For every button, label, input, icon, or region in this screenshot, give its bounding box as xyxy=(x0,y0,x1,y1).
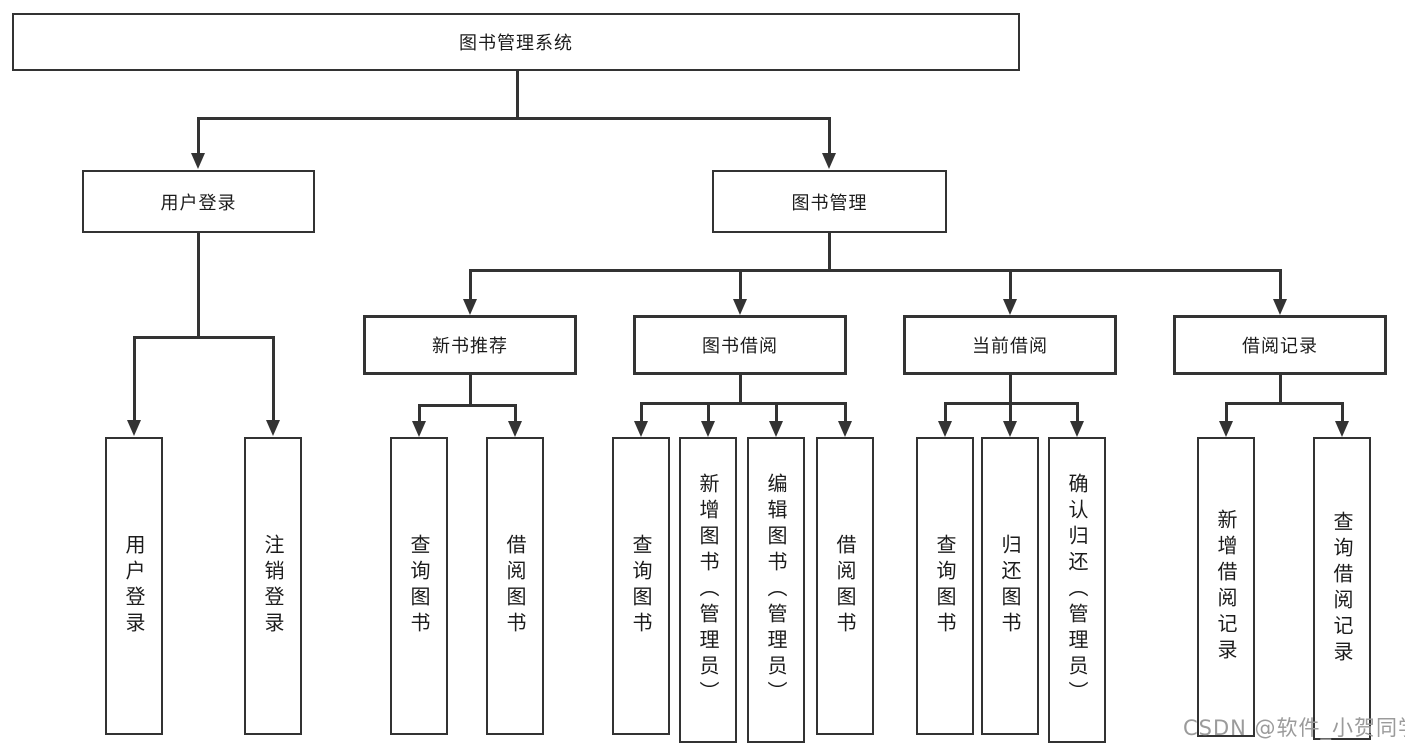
node-book-management-label: 图书管理 xyxy=(791,192,868,214)
connector-vertical xyxy=(844,402,847,422)
leaf-query-books-current-label: 查询图书 xyxy=(933,534,957,638)
leaf-confirm-return-admin-label: 确认归还（管理员） xyxy=(1065,473,1089,707)
leaf-logout: 注销登录 xyxy=(244,437,302,735)
connector-vertical xyxy=(197,233,200,338)
leaf-query-borrow-record-label: 查询借阅记录 xyxy=(1330,510,1354,667)
node-current-borrowing: 当前借阅 xyxy=(903,315,1117,375)
node-new-book-recommend-label: 新书推荐 xyxy=(432,336,508,357)
connector-vertical xyxy=(1279,375,1282,404)
leaf-query-books-recommend: 查询图书 xyxy=(390,437,448,735)
connector-horizontal xyxy=(640,402,847,405)
arrowhead-down-icon xyxy=(1219,421,1233,437)
arrowhead-down-icon xyxy=(1003,421,1017,437)
connector-vertical xyxy=(272,336,275,422)
connector-horizontal xyxy=(197,117,831,120)
connector-vertical xyxy=(469,375,472,406)
arrowhead-down-icon xyxy=(1335,421,1349,437)
arrowhead-down-icon xyxy=(634,421,648,437)
arrowhead-down-icon xyxy=(1273,299,1287,315)
arrowhead-down-icon xyxy=(1003,299,1017,315)
connector-vertical xyxy=(516,70,519,118)
arrowhead-down-icon xyxy=(266,420,280,436)
leaf-user-login-label: 用户登录 xyxy=(122,534,146,638)
leaf-query-books-borrowing-label: 查询图书 xyxy=(629,534,653,638)
arrowhead-down-icon xyxy=(938,421,952,437)
arrowhead-down-icon xyxy=(701,421,715,437)
arrowhead-down-icon xyxy=(508,421,522,437)
leaf-query-books-borrowing: 查询图书 xyxy=(612,437,670,735)
leaf-user-login: 用户登录 xyxy=(105,437,163,735)
leaf-query-borrow-record: 查询借阅记录 xyxy=(1313,437,1371,740)
arrowhead-down-icon xyxy=(191,153,205,169)
connector-vertical xyxy=(739,269,742,300)
leaf-confirm-return-admin: 确认归还（管理员） xyxy=(1048,437,1106,743)
leaf-borrow-books-recommend-label: 借阅图书 xyxy=(503,534,527,638)
connector-vertical xyxy=(1009,375,1012,404)
arrowhead-down-icon xyxy=(412,421,426,437)
leaf-borrow-books-recommend: 借阅图书 xyxy=(486,437,544,735)
arrowhead-down-icon xyxy=(822,153,836,169)
connector-vertical xyxy=(133,336,136,422)
connector-vertical xyxy=(739,375,742,404)
leaf-query-books-recommend-label: 查询图书 xyxy=(407,534,431,638)
leaf-query-books-current: 查询图书 xyxy=(916,437,974,735)
connector-vertical xyxy=(828,233,831,271)
arrowhead-down-icon xyxy=(769,421,783,437)
leaf-return-books-label: 归还图书 xyxy=(998,534,1022,638)
leaf-add-borrow-record: 新增借阅记录 xyxy=(1197,437,1255,737)
leaf-edit-books-admin-label: 编辑图书（管理员） xyxy=(764,473,788,707)
connector-horizontal xyxy=(418,404,517,407)
node-new-book-recommend: 新书推荐 xyxy=(363,315,577,375)
node-user-login-label: 用户登录 xyxy=(160,192,237,214)
connector-vertical xyxy=(418,404,421,422)
leaf-add-borrow-record-label: 新增借阅记录 xyxy=(1214,509,1238,665)
leaf-return-books: 归还图书 xyxy=(981,437,1039,735)
connector-horizontal xyxy=(469,269,1282,272)
leaf-borrow-books-label: 借阅图书 xyxy=(833,534,857,638)
connector-horizontal xyxy=(944,402,1079,405)
connector-vertical xyxy=(707,402,710,422)
connector-vertical xyxy=(1009,269,1012,300)
leaf-edit-books-admin: 编辑图书（管理员） xyxy=(747,437,805,743)
connector-vertical xyxy=(640,402,643,422)
node-book-management: 图书管理 xyxy=(712,170,947,233)
connector-horizontal xyxy=(133,336,274,339)
connector-vertical xyxy=(514,404,517,422)
node-user-login: 用户登录 xyxy=(82,170,315,233)
connector-vertical xyxy=(1009,402,1012,422)
connector-vertical xyxy=(1279,269,1282,300)
connector-vertical xyxy=(469,269,472,300)
leaf-add-books-admin-label: 新增图书（管理员） xyxy=(696,473,720,707)
arrowhead-down-icon xyxy=(127,420,141,436)
connector-vertical xyxy=(1341,402,1344,422)
leaf-borrow-books: 借阅图书 xyxy=(816,437,874,735)
node-borrowing-records-label: 借阅记录 xyxy=(1242,336,1318,357)
arrowhead-down-icon xyxy=(733,299,747,315)
arrowhead-down-icon xyxy=(1070,421,1084,437)
connector-vertical xyxy=(944,402,947,422)
arrowhead-down-icon xyxy=(463,299,477,315)
connector-vertical xyxy=(1076,402,1079,422)
connector-vertical xyxy=(197,117,200,155)
node-library-system-label: 图书管理系统 xyxy=(459,33,573,54)
node-library-system: 图书管理系统 xyxy=(12,13,1020,71)
leaf-add-books-admin: 新增图书（管理员） xyxy=(679,437,737,743)
watermark-text: CSDN @软件_小贺同学 xyxy=(1183,716,1405,740)
node-borrowing-records: 借阅记录 xyxy=(1173,315,1387,375)
node-book-borrowing-label: 图书借阅 xyxy=(702,336,778,357)
leaf-logout-label: 注销登录 xyxy=(261,534,285,638)
node-current-borrowing-label: 当前借阅 xyxy=(972,336,1048,357)
arrowhead-down-icon xyxy=(838,421,852,437)
connector-vertical xyxy=(1225,402,1228,422)
connector-vertical xyxy=(775,402,778,422)
connector-horizontal xyxy=(1225,402,1344,405)
node-book-borrowing: 图书借阅 xyxy=(633,315,847,375)
connector-vertical xyxy=(828,117,831,155)
